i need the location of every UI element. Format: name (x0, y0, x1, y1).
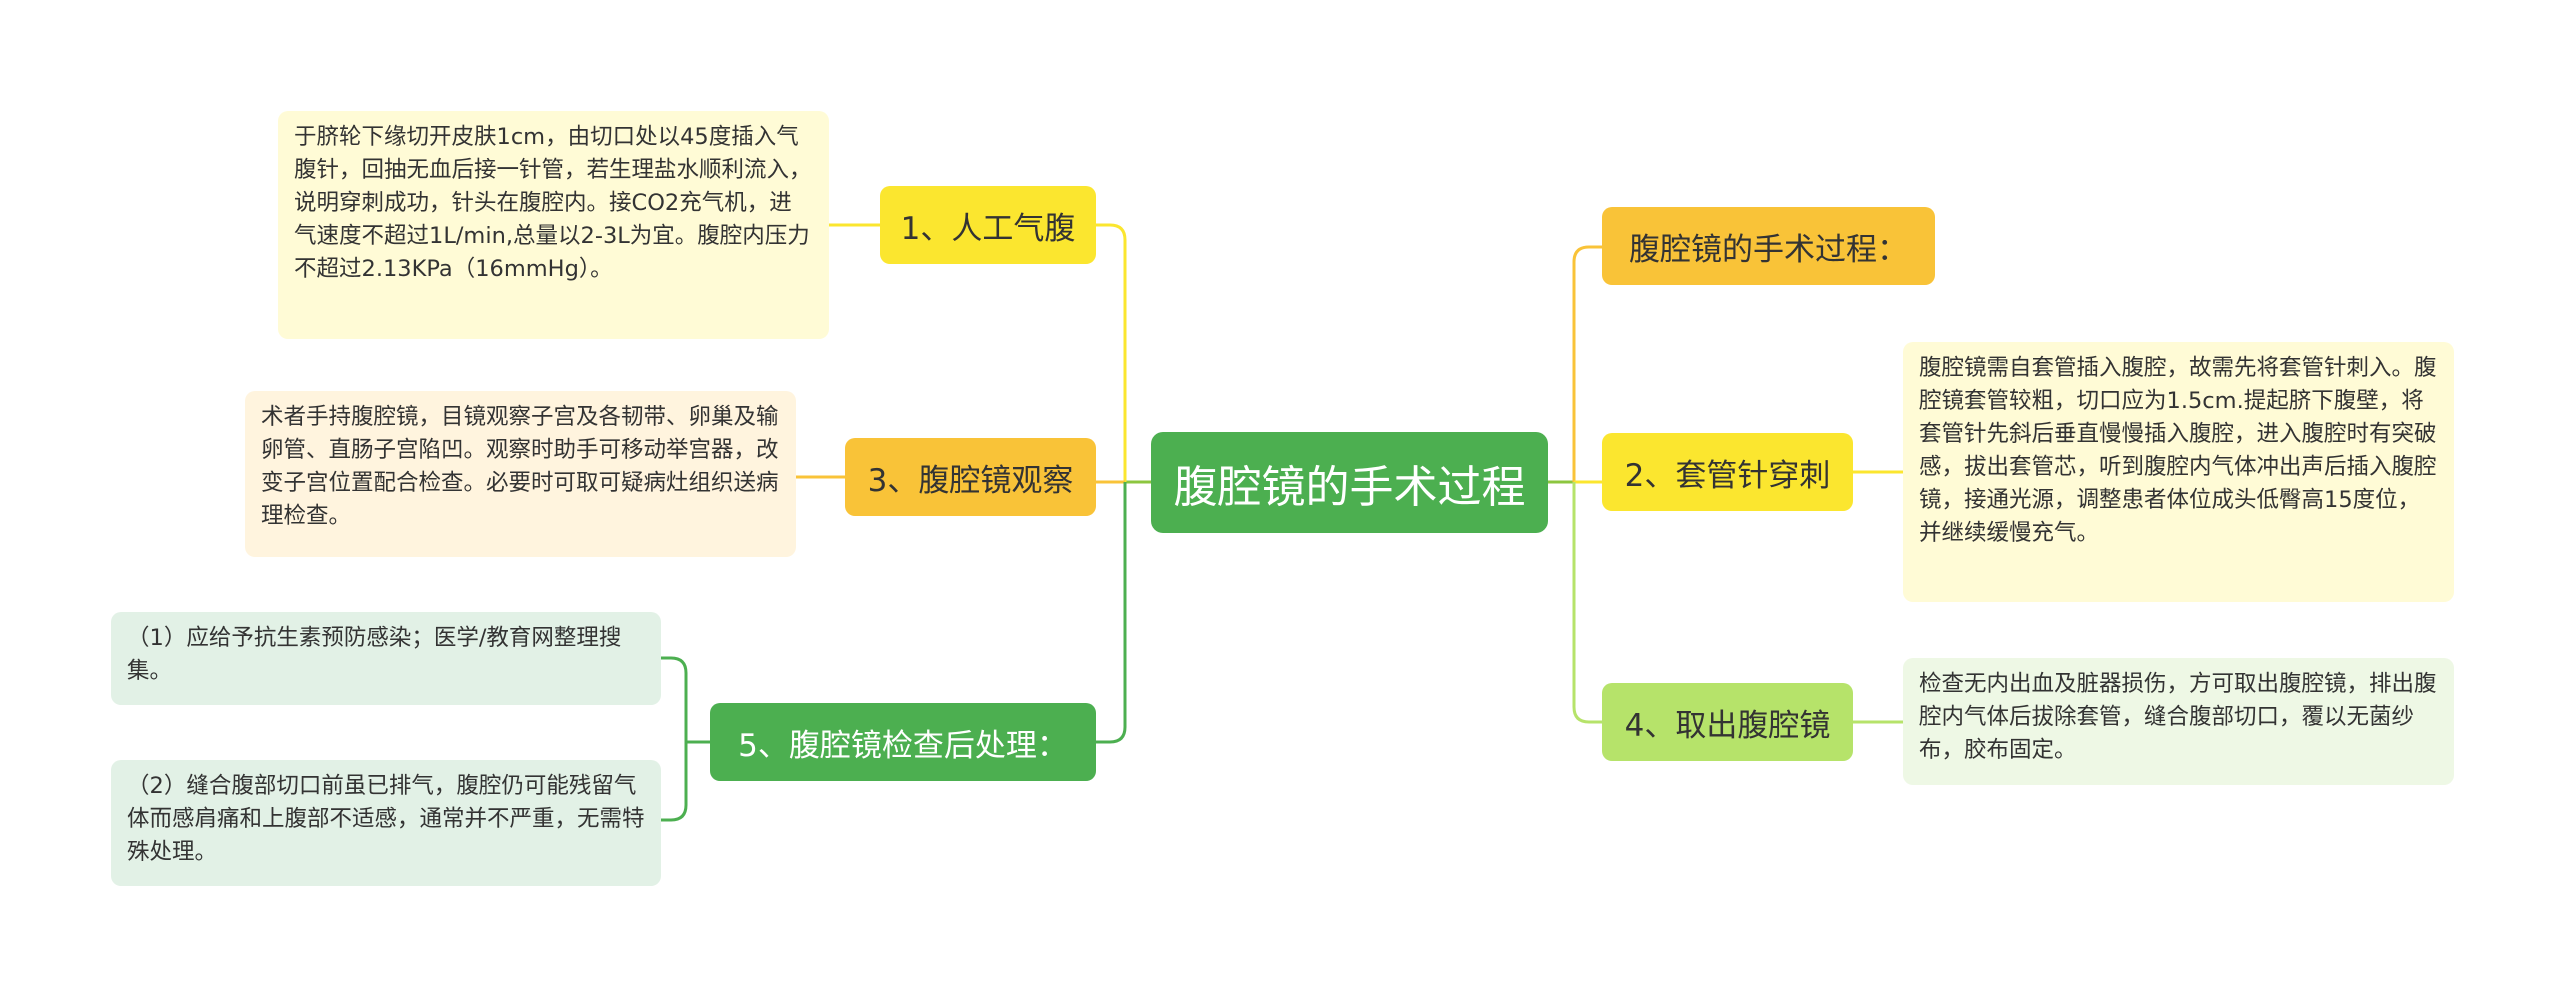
branch-label: 1、人工气腹 (900, 210, 1076, 247)
branch-label: 4、取出腹腔镜 (1624, 707, 1831, 744)
connector-to-b1 (1096, 223, 1127, 482)
connector-to-b5 (1096, 482, 1127, 744)
root-title: 腹腔镜的手术过程 (1173, 461, 1526, 513)
branch-label: 3、腹腔镜观察 (867, 462, 1074, 499)
branch-trocar-puncture[interactable]: 2、套管针穿刺 (1602, 433, 1853, 511)
note-post-exam-2: （2）缝合腹部切口前虽已排气，腹腔仍可能残留气体而感肩痛和上腹部不适感，通常并不… (111, 760, 661, 886)
connector-to-b0 (1572, 245, 1602, 482)
branch-post-exam-handling[interactable]: 5、腹腔镜检查后处理： (710, 703, 1096, 781)
branch-procedure-title[interactable]: 腹腔镜的手术过程： (1602, 207, 1935, 285)
branch-artificial-pneumoperitoneum[interactable]: 1、人工气腹 (880, 186, 1096, 264)
connector-to-b4 (1572, 482, 1602, 724)
connector-b5-notes (661, 656, 710, 822)
branch-laparoscope-observation[interactable]: 3、腹腔镜观察 (845, 438, 1096, 516)
note-artificial-pneumoperitoneum: 于脐轮下缘切开皮肤1cm，由切口处以45度插入气腹针，回抽无血后接一针管，若生理… (278, 111, 829, 339)
note-remove-laparoscope: 检查无内出血及脏器损伤，方可取出腹腔镜，排出腹腔内气体后拔除套管，缝合腹部切口，… (1903, 658, 2454, 785)
note-trocar-puncture: 腹腔镜需自套管插入腹腔，故需先将套管针刺入。腹腔镜套管较粗，切口应为1.5cm.… (1903, 342, 2454, 602)
branch-label: 5、腹腔镜检查后处理： (738, 727, 1068, 764)
branch-label: 腹腔镜的手术过程： (1629, 231, 1908, 268)
note-laparoscope-observation: 术者手持腹腔镜，目镜观察子宫及各韧带、卵巢及输卵管、直肠子宫陷凹。观察时助手可移… (245, 391, 796, 557)
branch-label: 2、套管针穿刺 (1624, 457, 1831, 494)
branch-remove-laparoscope[interactable]: 4、取出腹腔镜 (1602, 683, 1853, 761)
note-post-exam-1: （1）应给予抗生素预防感染；医学/教育网整理搜集。 (111, 612, 661, 705)
root-topic[interactable]: 腹腔镜的手术过程 (1151, 432, 1548, 533)
